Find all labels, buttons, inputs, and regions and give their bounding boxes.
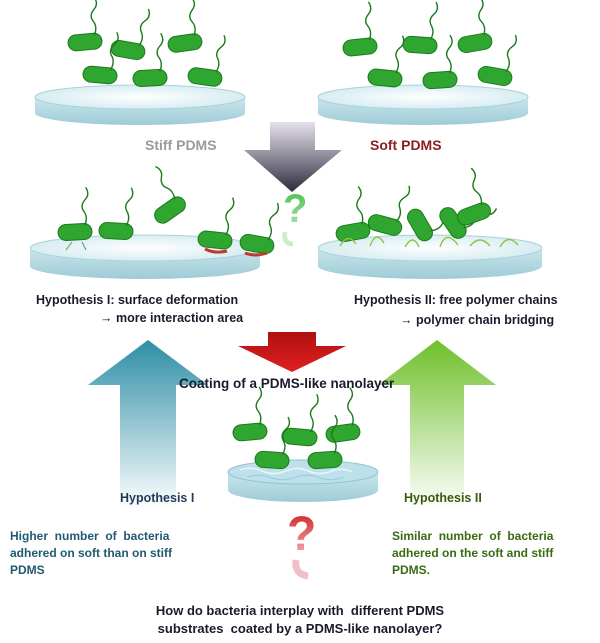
research-question-line-1: How do bacteria interplay with different…: [155, 603, 445, 618]
right-note-line-2: adhered on the soft and stiff: [392, 546, 554, 560]
coated-substrate: [227, 459, 379, 502]
hypothesis-1-title: Hypothesis I: surface deformation: [36, 293, 239, 307]
hypothesis-2-title: Hypothesis II: free polymer chains: [354, 293, 558, 307]
up-arrow-hypothesis-1: [88, 340, 208, 510]
hypothesis-2-consequence: → polymer chain bridging: [400, 313, 555, 327]
stiff-pdms-label: Stiff PDMS: [145, 137, 217, 153]
hypothesis-1-bacteria: [55, 163, 283, 257]
left-note-line-2: adhered on soft than on stiff: [10, 546, 172, 560]
down-arrow-red: [238, 332, 346, 372]
question-mark-green-tail: [282, 231, 294, 247]
stiff-pdms-top-bacteria: [63, 0, 229, 88]
hypothesis-2-substrate: [317, 234, 543, 279]
left-note-line-3: PDMS: [10, 563, 45, 577]
hypothesis-2-bacteria: [327, 166, 519, 248]
arrow-label-hypothesis-1: Hypothesis I: [120, 491, 195, 505]
right-note-line-3: PDMS.: [392, 563, 431, 577]
left-note-line-1: Higher number of bacteria: [10, 529, 170, 543]
research-question-line-2: substrates coated by a PDMS-like nanolay…: [157, 621, 443, 636]
soft-pdms-top-bacteria: [337, 0, 521, 90]
question-mark-red-tail: [292, 559, 309, 580]
soft-pdms-label: Soft PDMS: [370, 137, 442, 153]
coating-label: Coating of a PDMS-like nanolayer: [179, 376, 395, 391]
arrow-label-hypothesis-2: Hypothesis II: [404, 491, 482, 505]
question-mark-red-icon: ?: [287, 508, 316, 561]
up-arrow-hypothesis-2: [378, 340, 496, 510]
hypothesis-2-outcome-note: Similar number of bacteria adhered on th…: [392, 528, 553, 579]
hypothesis-1-outcome-note: Higher number of bacteria adhered on sof…: [10, 528, 172, 579]
question-mark-green-icon: ?: [283, 187, 307, 231]
down-arrow-gray: [244, 122, 342, 192]
soft-pdms-top-substrate: [317, 84, 529, 125]
stiff-pdms-top-substrate: [34, 84, 246, 125]
coated-substrate-bacteria: [228, 385, 362, 470]
hypothesis-1-consequence: → more interaction area: [100, 311, 244, 325]
right-note-line-1: Similar number of bacteria: [392, 529, 554, 543]
research-question: How do bacteria interplay with different…: [0, 602, 600, 638]
